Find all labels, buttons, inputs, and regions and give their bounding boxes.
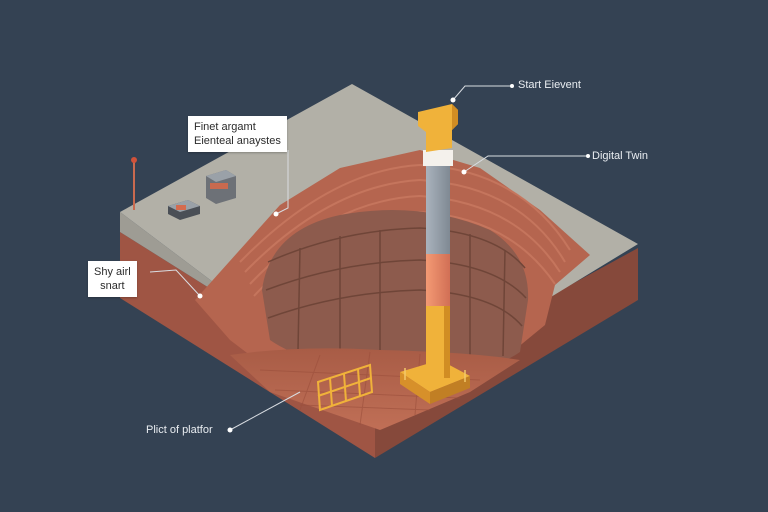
element-analysis-callout: Finet argamt Eienteal anaystes — [188, 116, 287, 152]
analysis-equipment — [168, 170, 236, 220]
safety-railing — [316, 363, 374, 412]
start-element-callout: Start Eievent — [518, 78, 581, 92]
digital-twin-callout: Digital Twin — [592, 149, 648, 163]
soil-chart-line2: snart — [100, 280, 125, 292]
soil-chart-callout: Shy airl snart — [88, 261, 137, 297]
pit-platform-text: Plict of platfor — [146, 424, 213, 436]
callout-leaders — [149, 85, 588, 431]
pile-column — [418, 104, 458, 378]
survey-marker — [131, 157, 137, 210]
element-analysis-line1: Finet argamt — [194, 121, 256, 133]
soil-chart-line1: Shy airl — [94, 266, 131, 278]
pit-wall-blocks — [265, 227, 527, 370]
start-element-text: Start Eievent — [518, 79, 581, 91]
callout-anchors — [197, 84, 590, 433]
pit-platform-callout: Plict of platfor — [146, 423, 213, 437]
element-analysis-line2: Eienteal anaystes — [194, 135, 281, 147]
digital-twin-text: Digital Twin — [592, 150, 649, 162]
